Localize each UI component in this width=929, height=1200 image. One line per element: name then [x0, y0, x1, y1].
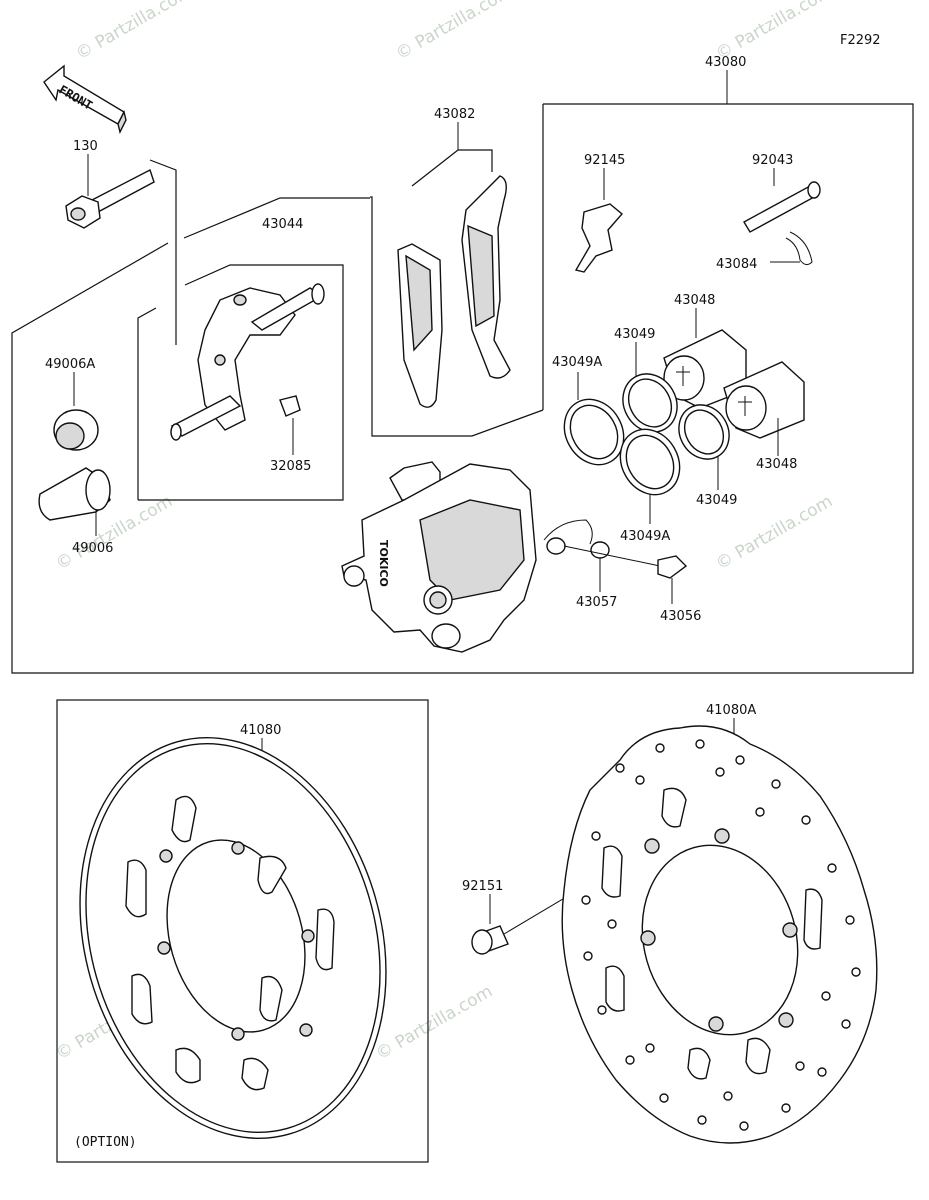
- brake-pads: [397, 122, 511, 408]
- front-arrow-icon: FRONT: [43, 64, 127, 135]
- bleeder-valve-43056: [563, 545, 688, 604]
- part-label: 43048: [674, 293, 715, 308]
- part-label: 49006: [72, 541, 113, 556]
- bleeder-cap-43057: [543, 519, 610, 592]
- assembly-outline: [11, 103, 914, 674]
- part-label: 49006A: [45, 357, 95, 372]
- disc-41080: [79, 737, 387, 1139]
- option-label: (OPTION): [74, 1135, 137, 1150]
- part-label: 32085: [270, 459, 311, 474]
- watermark: © Partzilla.com: [73, 0, 197, 64]
- part-label: 43049A: [620, 529, 670, 544]
- part-label: 130: [73, 139, 98, 154]
- boot-49006a: [53, 372, 99, 451]
- part-label: 92145: [584, 153, 625, 168]
- option-box: [56, 699, 429, 1163]
- bracket-outline: [137, 159, 370, 501]
- part-labels: 43080 130 43082 92145 92043 43044 43084 …: [45, 55, 797, 894]
- seal-43049: [678, 404, 730, 490]
- seal-43049a: [563, 372, 625, 466]
- part-label: 41080A: [706, 703, 756, 718]
- disc-41080A: [561, 718, 878, 1144]
- watermark: © Partzilla.com: [373, 981, 497, 1064]
- pin-92043: [743, 168, 821, 233]
- caliper-brand: TOKICO: [377, 540, 390, 587]
- part-label: 43049: [696, 493, 737, 508]
- pad-spring-92145: [574, 168, 623, 273]
- seal-43049: [622, 342, 678, 433]
- part-label: 43084: [716, 257, 757, 272]
- clip-43084: [770, 231, 813, 266]
- part-label: 43057: [576, 595, 617, 610]
- part-label: 43048: [756, 457, 797, 472]
- part-label: 41080: [240, 723, 281, 738]
- seal-43049a: [619, 428, 681, 524]
- part-label: 92043: [752, 153, 793, 168]
- part-label: 43049A: [552, 355, 602, 370]
- caliper-body: TOKICO: [341, 461, 537, 653]
- watermark: © Partzilla.com: [393, 0, 517, 64]
- diagram-id: F2292: [840, 33, 881, 48]
- piston-43048: [723, 361, 805, 456]
- part-label: 43056: [660, 609, 701, 624]
- pin-49006: [38, 467, 111, 536]
- part-label: 43049: [614, 327, 655, 342]
- bolt-130: [65, 154, 155, 229]
- caliper-bracket: [170, 283, 325, 441]
- part-label: 43082: [434, 107, 475, 122]
- part-label: 92151: [462, 879, 503, 894]
- part-label: 43044: [262, 217, 303, 232]
- clip-32085: [279, 395, 301, 455]
- part-label: 43080: [705, 55, 746, 70]
